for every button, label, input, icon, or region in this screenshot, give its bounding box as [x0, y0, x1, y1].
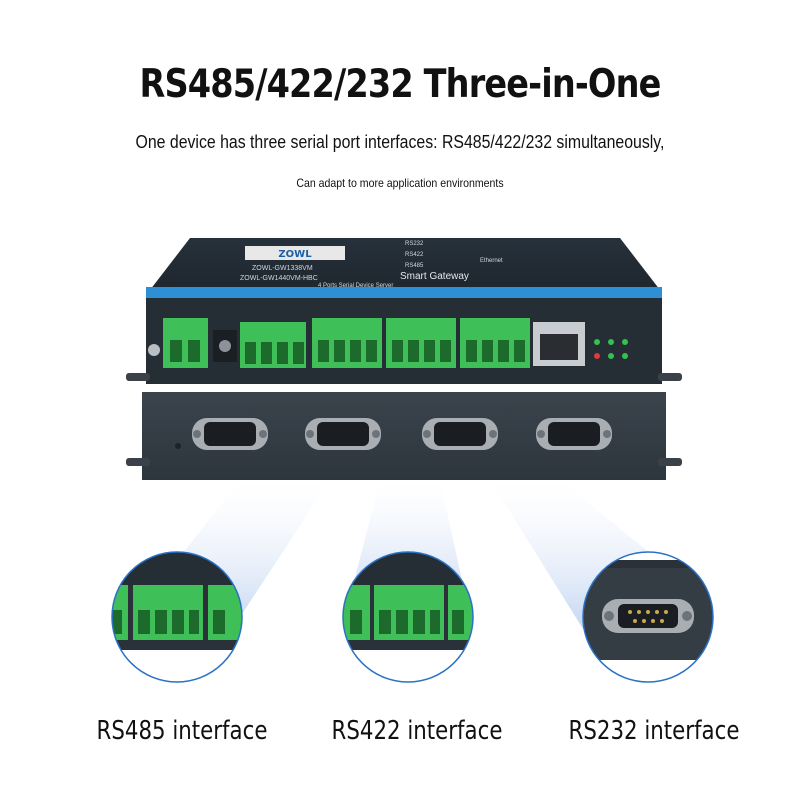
headline: RS485/422/232 Three-in-One: [139, 62, 662, 107]
subtitle: One device has three serial port interfa…: [135, 132, 665, 152]
ethernet-label: Ethernet: [480, 258, 503, 264]
terminal-blocks: [163, 318, 530, 368]
callout-rs232-zoom: [582, 551, 714, 683]
proto-3: RS485: [405, 263, 424, 269]
proto-2: RS422: [405, 252, 424, 258]
device-name: Smart Gateway: [400, 271, 469, 282]
device-desc: 4 Ports Serial Device Server: [318, 283, 393, 289]
caption-rs232: RS232 interface: [568, 716, 740, 746]
db9-ports: [192, 418, 612, 450]
caption-rs422: RS422 interface: [331, 716, 503, 746]
caption-rs485: RS485 interface: [96, 716, 268, 746]
model-line2: ZOWL-GW1440VM-HBC: [240, 275, 318, 282]
proto-1: RS232: [405, 241, 424, 247]
model-line1: ZOWL-GW1338VM: [252, 265, 313, 272]
callout-rs485-zoom: [111, 551, 243, 683]
callout-rs422-zoom: [342, 551, 474, 683]
brand-logo: ZOWL: [278, 249, 312, 260]
subtitle-secondary: Can adapt to more application environmen…: [296, 176, 504, 190]
